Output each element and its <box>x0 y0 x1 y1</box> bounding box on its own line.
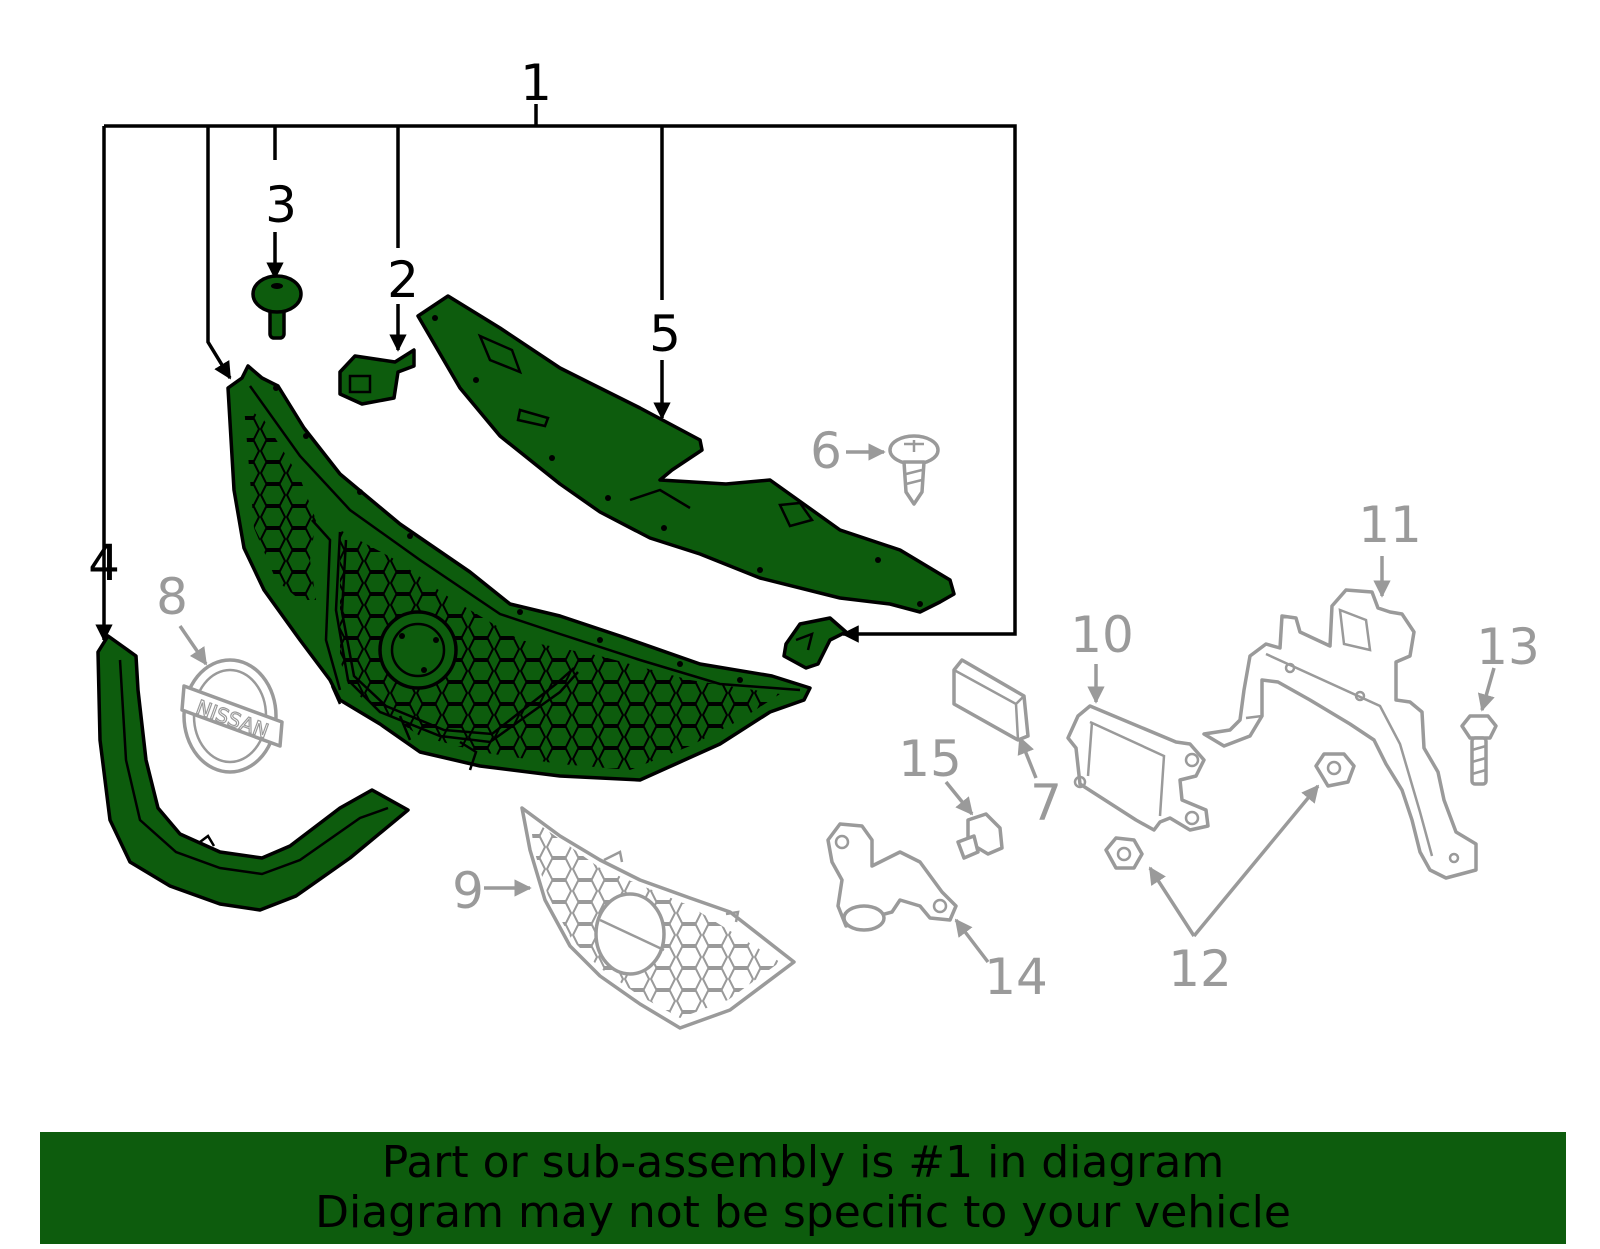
callout-9[interactable]: 9 <box>452 862 484 920</box>
banner-line-2: Diagram may not be specific to your vehi… <box>315 1187 1291 1238</box>
part-12-nut-b[interactable] <box>1314 752 1356 788</box>
part-9-grille-insert[interactable] <box>520 806 796 1030</box>
callout-7[interactable]: 7 <box>1030 774 1062 832</box>
callout-11[interactable]: 11 <box>1358 496 1422 554</box>
callout-2[interactable]: 2 <box>387 251 419 309</box>
callout-3[interactable]: 3 <box>265 176 297 234</box>
grille-side-bracket[interactable] <box>782 616 848 670</box>
assembly-bracket <box>95 104 1017 643</box>
callout-15[interactable]: 15 <box>898 730 962 788</box>
callout-6[interactable]: 6 <box>810 422 842 480</box>
part-12-nut-a[interactable] <box>1104 836 1144 870</box>
part-4-lower-molding[interactable] <box>96 634 410 912</box>
part-5-upper-cover[interactable] <box>416 294 956 614</box>
part-14-camera-bracket[interactable] <box>826 822 958 932</box>
part-3-clip[interactable] <box>251 274 303 340</box>
callout-5[interactable]: 5 <box>649 305 681 363</box>
part-8-emblem[interactable]: NISSAN <box>180 658 284 774</box>
grille-assembly[interactable] <box>226 364 812 782</box>
callout-13[interactable]: 13 <box>1476 618 1540 676</box>
callout-10[interactable]: 10 <box>1070 606 1134 664</box>
part-13-bolt[interactable] <box>1460 714 1498 786</box>
callout-12[interactable]: 12 <box>1168 940 1232 998</box>
part-6-screw[interactable] <box>888 434 940 506</box>
callout-4[interactable]: 4 <box>88 534 120 592</box>
callout-14[interactable]: 14 <box>984 948 1048 1006</box>
callout-1[interactable]: 1 <box>520 54 552 112</box>
part-15-clip[interactable] <box>956 812 1004 860</box>
part-10-module[interactable] <box>1066 704 1210 832</box>
info-banner: Part or sub-assembly is #1 in diagram Di… <box>40 1132 1566 1244</box>
banner-line-1: Part or sub-assembly is #1 in diagram <box>381 1137 1225 1188</box>
part-11-mount-bracket[interactable] <box>1202 588 1478 880</box>
part-2-bracket[interactable] <box>338 348 416 406</box>
part-7-pad[interactable] <box>952 658 1030 742</box>
callout-8[interactable]: 8 <box>156 568 188 626</box>
